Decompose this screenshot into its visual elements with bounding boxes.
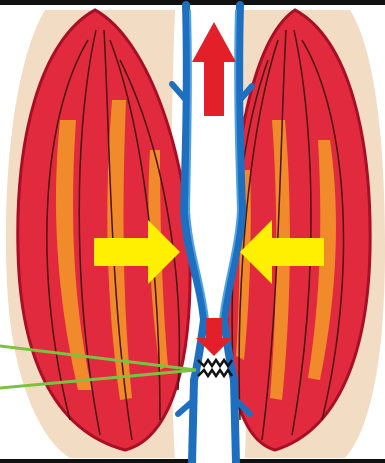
top-border xyxy=(0,0,385,5)
